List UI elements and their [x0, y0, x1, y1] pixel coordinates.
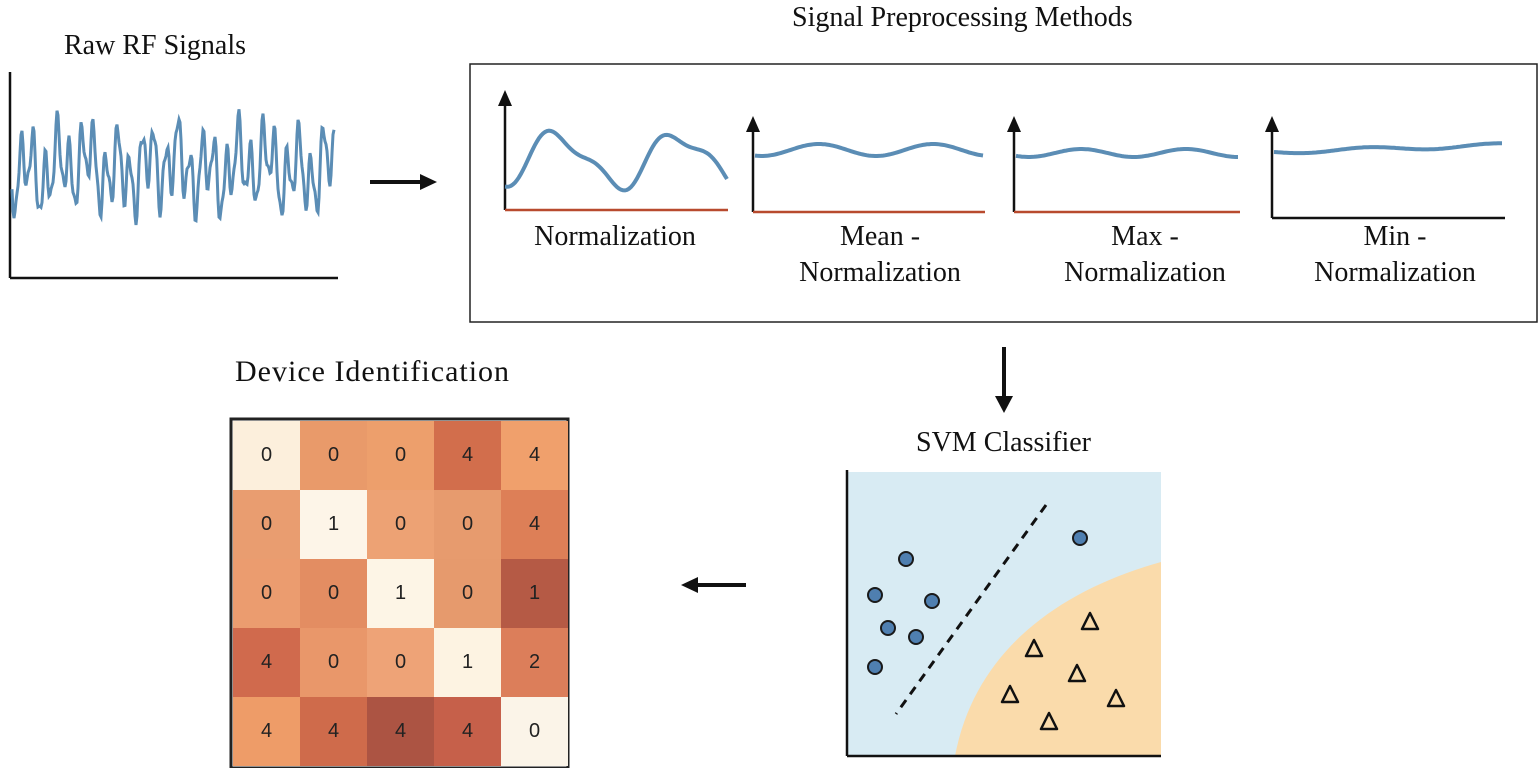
plot-normalization — [498, 90, 729, 212]
matrix-cell: 1 — [434, 628, 501, 697]
matrix-cell: 0 — [233, 490, 300, 559]
matrix-cell: 0 — [300, 628, 367, 697]
max-normalization-curve — [1015, 147, 1238, 159]
matrix-cell: 0 — [367, 628, 434, 697]
matrix-cell: 0 — [434, 490, 501, 559]
matrix-cell: 0 — [367, 421, 434, 490]
method-label-max-normalization: Max -Normalization — [1064, 221, 1226, 288]
matrix-cell: 0 — [300, 559, 367, 628]
matrix-cell: 0 — [233, 559, 300, 628]
matrix-cell: 4 — [434, 697, 501, 766]
matrix-cell: 4 — [501, 490, 568, 559]
raw-rf-waveform — [10, 109, 336, 226]
matrix-cell: 0 — [434, 559, 501, 628]
matrix-cell: 1 — [300, 490, 367, 559]
plot-min-normalization — [1265, 116, 1505, 220]
method-label-min-normalization: Min -Normalization — [1314, 221, 1476, 288]
class-a-points — [867, 530, 1088, 675]
matrix-cell: 0 — [367, 490, 434, 559]
plot-max-normalization — [1007, 116, 1240, 214]
preprocessing-title: Signal Preprocessing Methods — [792, 2, 1133, 33]
matrix-cell: 4 — [300, 697, 367, 766]
svm-panel — [845, 470, 1161, 758]
plot-mean-normalization — [746, 116, 985, 214]
confusion-matrix-frame — [229, 417, 570, 768]
normalization-curve — [504, 128, 729, 193]
matrix-cell: 4 — [434, 421, 501, 490]
raw-signals-title: Raw RF Signals — [64, 30, 247, 61]
method-label-mean-normalization: Mean -Normalization — [799, 221, 961, 288]
min-normalization-curve — [1273, 141, 1502, 156]
matrix-cell: 1 — [367, 559, 434, 628]
matrix-cell: 0 — [233, 421, 300, 490]
method-label-normalization: Normalization — [534, 221, 696, 252]
device-identification-title: Device Identification — [235, 355, 511, 388]
matrix-cell: 2 — [501, 628, 568, 697]
class-b-points — [1000, 611, 1126, 731]
matrix-cell: 4 — [501, 421, 568, 490]
raw-signal-axes — [8, 72, 338, 280]
mean-normalization-curve — [754, 142, 984, 158]
matrix-cell: 0 — [501, 697, 568, 766]
matrix-cell: 4 — [367, 697, 434, 766]
arrow-left-icon — [681, 577, 746, 593]
matrix-cell: 0 — [300, 421, 367, 490]
preprocessing-box — [469, 63, 1538, 323]
svm-title: SVM Classifier — [916, 427, 1091, 458]
arrow-down-icon — [995, 347, 1013, 413]
matrix-cell: 4 — [233, 697, 300, 766]
matrix-cell: 1 — [501, 559, 568, 628]
matrix-cell: 4 — [233, 628, 300, 697]
arrow-right-icon — [370, 174, 437, 190]
